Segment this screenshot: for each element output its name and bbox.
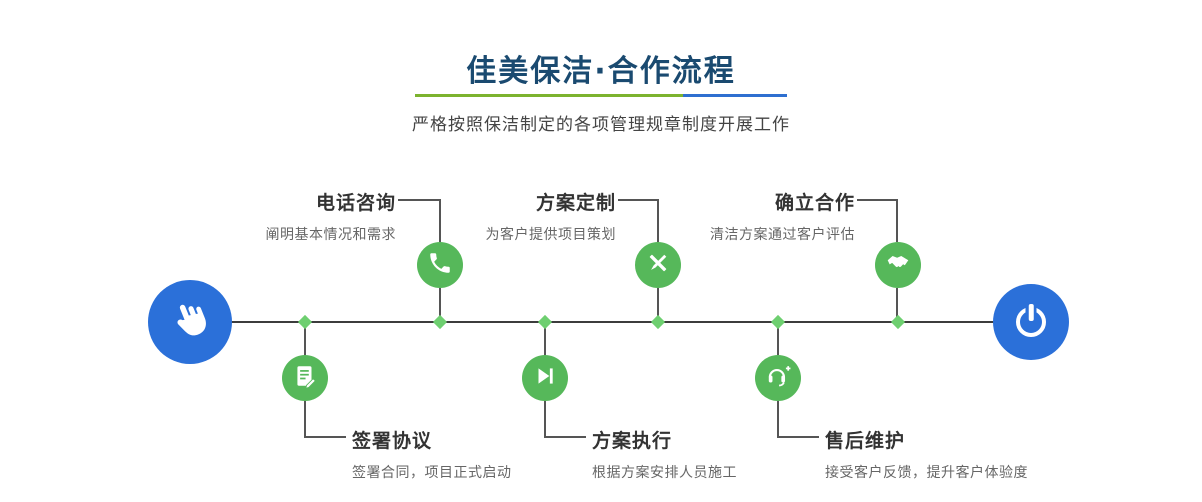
step-execute: 方案执行 根据方案安排人员施工 — [592, 426, 822, 482]
connector-line — [398, 199, 441, 201]
junction-diamond — [770, 314, 786, 330]
step-icon-circle-support — [755, 355, 801, 401]
contract-icon — [292, 363, 318, 393]
step-title: 售后维护 — [825, 430, 906, 452]
phone-icon — [427, 250, 453, 280]
step-title: 方案定制 — [535, 192, 616, 214]
end-node — [993, 284, 1069, 360]
start-node — [148, 280, 232, 364]
step-title: 方案执行 — [592, 430, 673, 452]
step-desc: 阐明基本情况和需求 — [265, 227, 396, 243]
step-icon-circle-handshake — [875, 242, 921, 288]
connector-line — [304, 401, 306, 438]
step-plan: 方案定制 为客户提供项目策划 — [420, 188, 616, 244]
hand-pointer-icon — [168, 298, 212, 346]
connector-line — [896, 199, 898, 242]
step-phone: 电话咨询 阐明基本情况和需求 — [200, 188, 396, 244]
page-subtitle: 严格按照保洁制定的各项管理规章制度开展工作 — [412, 115, 790, 135]
connector-line — [439, 199, 441, 242]
connector-line — [896, 288, 898, 321]
connector-line — [618, 199, 659, 201]
divider-blue-segment — [682, 94, 787, 97]
timeline-line — [190, 321, 1035, 323]
junction-diamond — [297, 314, 313, 330]
step-title: 确立合作 — [774, 192, 855, 214]
connector-line — [777, 323, 779, 355]
step-title: 电话咨询 — [315, 192, 396, 214]
step-support: 售后维护 接受客户反馈，提升客户体验度 — [825, 426, 1075, 482]
junction-diamond — [537, 314, 553, 330]
step-desc: 接受客户反馈，提升客户体验度 — [825, 465, 1028, 481]
connector-line — [777, 401, 779, 438]
connector-line — [657, 199, 659, 242]
step-cooperate: 确立合作 清洁方案通过客户评估 — [655, 188, 855, 244]
power-icon — [1013, 304, 1049, 340]
connector-line — [544, 436, 586, 438]
connector-line — [304, 323, 306, 355]
page-title: 佳美保洁·合作流程 — [466, 54, 736, 89]
junction-diamond — [890, 314, 906, 330]
step-contract: 签署协议 签署合同，项目正式启动 — [352, 426, 582, 482]
headset-icon — [765, 363, 791, 393]
connector-line — [777, 436, 819, 438]
divider-green-segment — [415, 94, 683, 97]
connector-line — [304, 436, 346, 438]
handshake-icon — [885, 250, 911, 280]
play-icon — [532, 363, 558, 393]
connector-line — [857, 199, 898, 201]
junction-diamond — [432, 314, 448, 330]
step-icon-circle-plan — [635, 242, 681, 288]
step-desc: 签署合同，项目正式启动 — [352, 465, 512, 481]
step-icon-circle-phone — [417, 242, 463, 288]
connector-line — [544, 401, 546, 438]
step-desc: 为客户提供项目策划 — [485, 227, 616, 243]
title-divider — [415, 94, 787, 97]
step-desc: 根据方案安排人员施工 — [592, 465, 737, 481]
step-title: 签署协议 — [352, 430, 433, 452]
connector-line — [544, 323, 546, 355]
junction-diamond — [650, 314, 666, 330]
step-desc: 清洁方案通过客户评估 — [710, 227, 855, 243]
connector-line — [657, 288, 659, 321]
pencil-ruler-icon — [645, 250, 671, 280]
step-icon-circle-contract — [282, 355, 328, 401]
step-icon-circle-execute — [522, 355, 568, 401]
connector-line — [439, 288, 441, 321]
